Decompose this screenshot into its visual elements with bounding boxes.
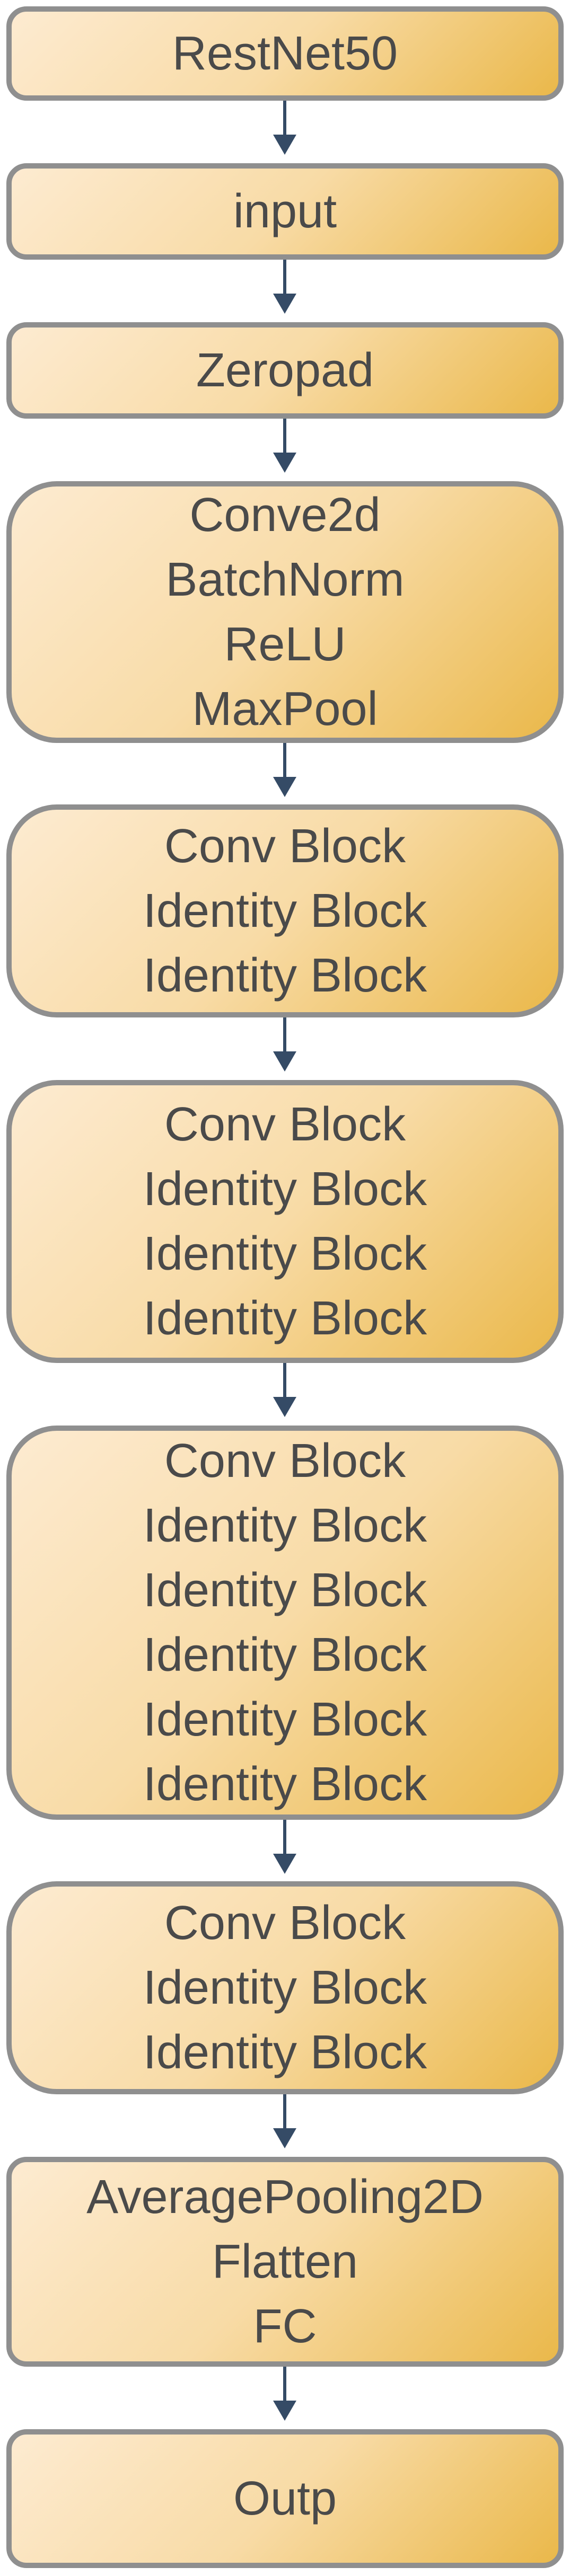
arrowhead-icon [273, 294, 296, 314]
arrow-connector [283, 743, 286, 777]
block-line: Identity Block [143, 1163, 427, 1216]
arrow-connector [283, 1820, 286, 1854]
block-line: Identity Block [143, 1961, 427, 2014]
block-line: AveragePooling2D [86, 2171, 484, 2224]
arrow-connector [283, 260, 286, 294]
block-line: Identity Block [143, 1628, 427, 1681]
block-line: BatchNorm [165, 553, 405, 606]
arrowhead-icon [273, 2401, 296, 2421]
block-line: RestNet50 [172, 27, 398, 80]
block-line: Identity Block [143, 2026, 427, 2079]
arrow-connector [283, 2094, 286, 2128]
block-line: FC [253, 2300, 317, 2353]
block-line: Identity Block [143, 1564, 427, 1617]
block-line: Identity Block [143, 884, 427, 937]
block-line: Identity Block [143, 1758, 427, 1811]
block-line: Identity Block [143, 949, 427, 1002]
block-line: Identity Block [143, 1499, 427, 1552]
block-line: Identity Block [143, 1292, 427, 1345]
block-stage-1: Conve2d BatchNorm ReLU MaxPool [6, 481, 564, 743]
block-line: Flatten [212, 2235, 358, 2288]
block-line: Conv Block [164, 1897, 406, 1950]
block-stage-5: Conv Block Identity Block Identity Block [6, 1881, 564, 2094]
arrow-connector [283, 101, 286, 135]
arrow-connector [283, 1363, 286, 1397]
arrowhead-icon [273, 1397, 296, 1417]
block-stage-4: Conv Block Identity Block Identity Block… [6, 1426, 564, 1820]
block-line: MaxPool [192, 683, 378, 736]
block-line: Zeropad [196, 344, 374, 397]
block-zeropad: Zeropad [6, 322, 564, 419]
block-line: Identity Block [143, 1227, 427, 1280]
arrowhead-icon [273, 1854, 296, 1874]
arrowhead-icon [273, 2128, 296, 2148]
arrow-connector [283, 1017, 286, 1051]
block-line: Outp [233, 2472, 337, 2525]
block-line: Conv Block [164, 1098, 406, 1151]
block-line: Conve2d [189, 489, 381, 542]
block-stage-3: Conv Block Identity Block Identity Block… [6, 1080, 564, 1363]
block-stage-2: Conv Block Identity Block Identity Block [6, 804, 564, 1017]
block-input: input [6, 163, 564, 260]
block-restnet50: RestNet50 [6, 6, 564, 101]
block-line: ReLU [224, 618, 346, 671]
arrowhead-icon [273, 453, 296, 473]
block-output: Outp [6, 2429, 564, 2568]
arrowhead-icon [273, 777, 296, 797]
block-line: Conv Block [164, 820, 406, 873]
arrowhead-icon [273, 1051, 296, 1072]
arrow-connector [283, 419, 286, 453]
arrow-connector [283, 2367, 286, 2401]
block-line: input [233, 185, 337, 238]
block-line: Identity Block [143, 1693, 427, 1746]
arrowhead-icon [273, 135, 296, 155]
block-head: AveragePooling2D Flatten FC [6, 2157, 564, 2367]
block-line: Conv Block [164, 1435, 406, 1488]
